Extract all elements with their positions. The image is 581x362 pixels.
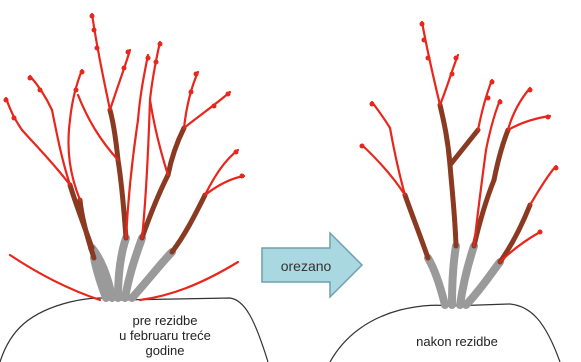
base-stems-before bbox=[92, 238, 172, 298]
before-label-line2: u februaru treće bbox=[90, 328, 240, 343]
old-wood-before bbox=[70, 110, 205, 258]
plant-after bbox=[330, 22, 560, 362]
base-stems-after bbox=[428, 246, 500, 305]
plant-before bbox=[0, 14, 268, 362]
before-label-line3: godine bbox=[90, 343, 240, 358]
buds-before bbox=[4, 14, 245, 179]
before-pruning-label: pre rezidbe u februaru treće godine bbox=[90, 313, 240, 358]
arrow-label: orezano bbox=[266, 258, 346, 274]
soil-mound-after bbox=[330, 304, 560, 362]
before-label-line1: pre rezidbe bbox=[90, 313, 240, 328]
young-shoots-after bbox=[362, 22, 556, 262]
after-pruning-label: nakon rezidbe bbox=[392, 334, 522, 349]
